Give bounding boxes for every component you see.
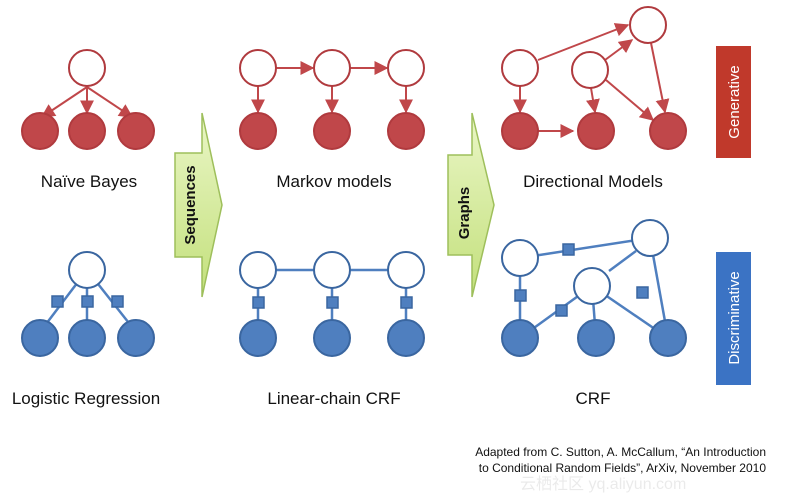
- observed-node: [239, 319, 277, 357]
- hidden-node: [68, 49, 106, 87]
- observed-node: [577, 112, 615, 150]
- label-naive-bayes: Naïve Bayes: [41, 172, 137, 191]
- arrow-label-graphs: Graphs: [456, 187, 473, 240]
- generative-badge: Generative: [716, 46, 751, 158]
- factor-node: [562, 243, 575, 256]
- observed-node: [239, 112, 277, 150]
- hidden-node: [239, 49, 277, 87]
- generative-badge-bg: [716, 46, 751, 158]
- discriminative-badge: Discriminative: [716, 252, 751, 385]
- citation-line-1: Adapted from C. Sutton, A. McCallum, “An…: [475, 445, 766, 459]
- factor-node: [81, 295, 94, 308]
- label-logistic-regression: Logistic Regression: [12, 389, 160, 408]
- observed-node: [21, 112, 59, 150]
- citation: Adapted from C. Sutton, A. McCallum, “An…: [440, 444, 766, 476]
- hidden-node: [387, 49, 425, 87]
- naive-bayes-graph: [21, 49, 155, 150]
- observed-node: [313, 319, 351, 357]
- directional-model-graph: [501, 6, 687, 150]
- discriminative-badge-bg: [716, 252, 751, 385]
- factor-node: [514, 289, 527, 302]
- markov-model-graph: [239, 49, 425, 150]
- hidden-node: [313, 251, 351, 289]
- observed-node: [577, 319, 615, 357]
- arrow-label-sequences: Sequences: [182, 165, 199, 244]
- observed-node: [649, 319, 687, 357]
- observed-node: [68, 112, 106, 150]
- edge: [537, 23, 630, 61]
- edge: [650, 42, 670, 114]
- observed-node: [501, 319, 539, 357]
- factor-node: [555, 304, 568, 317]
- hidden-node: [573, 267, 611, 305]
- observed-node: [313, 112, 351, 150]
- edge: [86, 86, 134, 118]
- hidden-node: [501, 49, 539, 87]
- hidden-node: [313, 49, 351, 87]
- logistic-regression-graph: [21, 251, 155, 357]
- crf-graph: [501, 219, 687, 357]
- label-markov-models: Markov models: [276, 172, 391, 191]
- factor-node: [636, 286, 649, 299]
- label-crf: CRF: [576, 389, 611, 408]
- generative-badge-label: Generative: [726, 65, 743, 138]
- observed-node: [68, 319, 106, 357]
- hidden-node: [629, 6, 667, 44]
- observed-node: [117, 319, 155, 357]
- watermark: 云栖社区 yq.aliyun.com: [520, 476, 687, 493]
- hidden-node: [501, 239, 539, 277]
- hidden-node: [631, 219, 669, 257]
- label-linear-chain-crf: Linear-chain CRF: [267, 389, 400, 408]
- factor-node: [400, 296, 413, 309]
- factor-node: [326, 296, 339, 309]
- hidden-node: [387, 251, 425, 289]
- edge: [586, 87, 600, 114]
- edge: [40, 86, 88, 118]
- edge: [605, 79, 655, 121]
- observed-node: [649, 112, 687, 150]
- citation-line-2: to Conditional Random Fields”, ArXiv, No…: [478, 461, 766, 475]
- observed-node: [501, 112, 539, 150]
- edge: [608, 249, 637, 273]
- factor-node: [252, 296, 265, 309]
- edge: [604, 39, 634, 61]
- arrow-shape: [174, 112, 223, 298]
- hidden-node: [239, 251, 277, 289]
- observed-node: [21, 319, 59, 357]
- observed-node: [387, 319, 425, 357]
- observed-node: [387, 112, 425, 150]
- observed-node: [117, 112, 155, 150]
- factor-node: [111, 295, 124, 308]
- arrow-shape: [447, 112, 495, 298]
- sequences-arrow: Sequences: [174, 112, 223, 298]
- hidden-node: [68, 251, 106, 289]
- hidden-node: [571, 51, 609, 89]
- graphs-arrow: Graphs: [447, 112, 495, 298]
- discriminative-badge-label: Discriminative: [726, 271, 743, 364]
- edge: [519, 236, 651, 260]
- label-directional-models: Directional Models: [523, 172, 663, 191]
- linear-chain-crf-graph: [239, 251, 425, 357]
- factor-node: [51, 295, 64, 308]
